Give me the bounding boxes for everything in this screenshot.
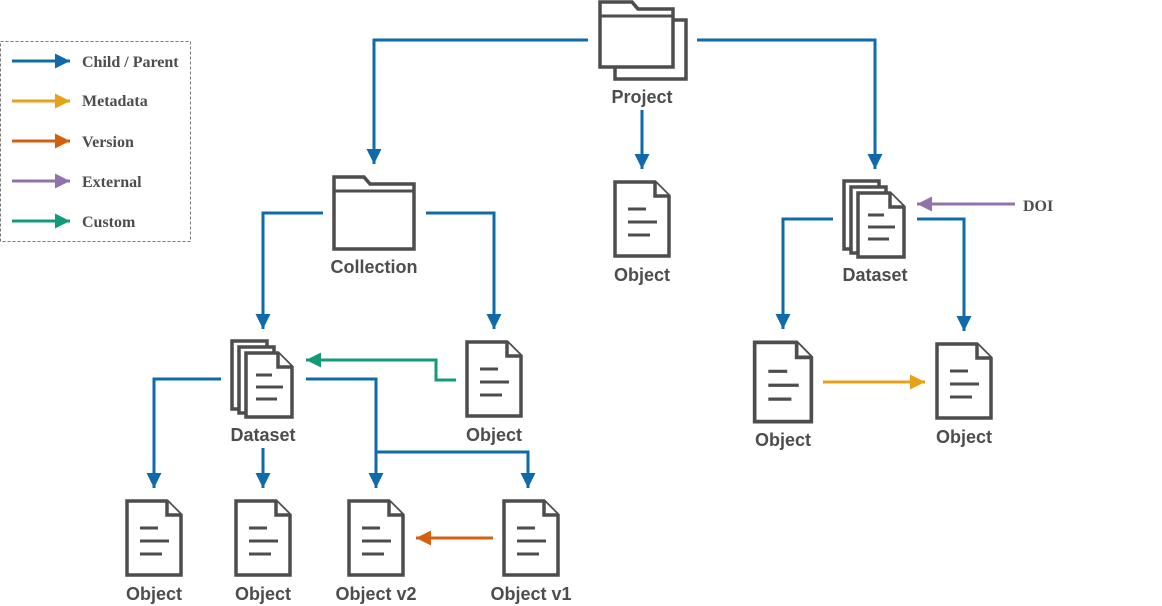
legend: Child / Parent Metadata Version External…: [0, 41, 191, 242]
legend-item-external: External: [12, 173, 142, 191]
edges: [146, 38, 1015, 546]
edge-dataset-object-v2: [306, 377, 384, 488]
legend-label: Metadata: [82, 93, 148, 110]
edge-dataset-object-v1: [376, 450, 536, 488]
node-object-right-b[interactable]: Object: [935, 342, 993, 447]
legend-item-child-parent: Child / Parent: [12, 53, 179, 71]
legend-item-version: Version: [12, 133, 134, 151]
document-icon: [935, 342, 993, 420]
node-label: Collection: [330, 257, 417, 277]
legend-item-metadata: Metadata: [12, 93, 148, 110]
dataset-stack-icon: [842, 179, 906, 259]
legend-label: Version: [82, 134, 134, 151]
document-icon: [502, 499, 560, 577]
edge-custom-object-dataset: [306, 352, 456, 382]
legend-item-custom: Custom: [12, 213, 136, 231]
node-label: Object v1: [490, 584, 571, 604]
legend-label: External: [82, 174, 142, 191]
project-folder-icon: [598, 0, 688, 81]
node-dataset-right[interactable]: Dataset: [842, 179, 908, 285]
node-object-v1[interactable]: Object v1: [490, 499, 572, 604]
node-dataset-left[interactable]: Dataset: [230, 339, 296, 445]
node-label: Object: [755, 430, 811, 450]
node-object-bottom-2[interactable]: Object: [234, 499, 292, 604]
edge-project-dataset: [697, 38, 883, 169]
node-label: Object: [614, 265, 670, 285]
edge-collection-object: [426, 211, 502, 329]
edge-dataset-right-object-a: [775, 217, 833, 329]
node-label: Project: [611, 87, 672, 107]
node-object-top[interactable]: Object: [613, 180, 671, 285]
node-object-collection[interactable]: Object: [465, 340, 523, 445]
node-label: Object: [235, 584, 291, 604]
legend-label: Custom: [82, 214, 136, 231]
node-label: Dataset: [842, 265, 907, 285]
node-collection[interactable]: Collection: [330, 175, 418, 277]
edge-project-collection: [366, 38, 588, 164]
document-icon: [125, 499, 183, 577]
node-label: Object: [936, 427, 992, 447]
document-icon: [752, 340, 814, 424]
node-project[interactable]: Project: [598, 0, 688, 107]
node-label: Dataset: [230, 425, 295, 445]
node-label: Object v2: [335, 584, 416, 604]
dataset-stack-icon: [230, 339, 294, 419]
node-object-v2[interactable]: Object v2: [335, 499, 417, 604]
legend-label: Child / Parent: [82, 54, 179, 71]
document-icon: [613, 180, 671, 258]
edge-dataset-object-1: [146, 377, 221, 488]
document-icon: [234, 499, 292, 577]
edge-collection-dataset: [255, 211, 323, 329]
node-doi[interactable]: DOI: [1023, 198, 1053, 215]
edge-dataset-right-object-b: [917, 217, 972, 331]
node-label: Object: [126, 584, 182, 604]
node-object-bottom-1[interactable]: Object: [125, 499, 183, 604]
node-label: Object: [466, 425, 522, 445]
document-icon: [465, 340, 523, 418]
folder-icon: [332, 175, 416, 251]
doi-label: DOI: [1023, 198, 1053, 215]
document-icon: [347, 499, 405, 577]
node-object-right-a[interactable]: Object: [752, 340, 814, 450]
